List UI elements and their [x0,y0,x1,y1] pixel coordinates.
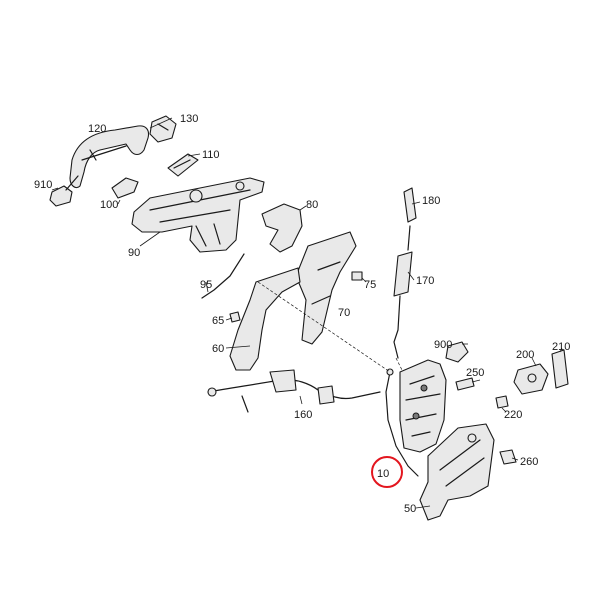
callout-labels: 120 130 110 910 100 90 80 180 170 95 75 … [34,113,570,515]
leader-lines [51,117,563,509]
label-170: 170 [416,275,434,287]
label-60: 60 [212,343,224,355]
part-60-side-cover [229,267,301,413]
label-80: 80 [306,199,318,211]
part-910-sensor [49,175,79,207]
label-10: 10 [377,468,389,480]
label-210: 210 [552,341,570,353]
part-200-striker [513,363,549,395]
label-910: 910 [34,179,52,191]
label-95: 95 [200,279,212,291]
label-110: 110 [202,149,220,161]
label-75: 75 [364,279,376,291]
part-50-lock-mechanism [419,423,495,521]
part-250-bolt [455,377,475,391]
label-130: 130 [180,113,198,125]
part-130-cap [149,115,177,143]
label-260: 260 [520,456,538,468]
part-110-gasket [167,153,199,177]
part-70-cover [295,231,357,345]
part-900-grommet [445,341,469,363]
label-900: 900 [434,339,452,351]
label-120: 120 [88,123,106,135]
part-170-rod [393,225,413,359]
part-95-link-rod [201,253,245,299]
label-160: 160 [294,409,312,421]
label-250: 250 [466,367,484,379]
label-180: 180 [422,195,440,207]
part-10-bowden-cable [385,368,419,477]
part-160-cable [207,369,381,405]
label-65: 65 [212,315,224,327]
label-50: 50 [404,503,416,515]
part-120-door-handle [69,125,150,189]
part-100-bezel [111,177,139,199]
label-220: 220 [504,409,522,421]
label-70: 70 [338,307,350,319]
part-80-bracket [261,203,303,253]
part-65-screw [229,311,241,323]
label-200: 200 [516,349,534,361]
part-door-lock-assembly [399,359,447,453]
label-90: 90 [128,247,140,259]
part-90-handle-carrier [131,177,265,253]
part-180-rod-end [403,187,417,223]
part-210-striker-plate [551,349,569,389]
part-260-screw [499,449,517,465]
label-100: 100 [100,199,118,211]
highlight-circle [371,456,403,488]
part-220-screw [495,395,509,409]
part-75-clip [351,271,363,281]
